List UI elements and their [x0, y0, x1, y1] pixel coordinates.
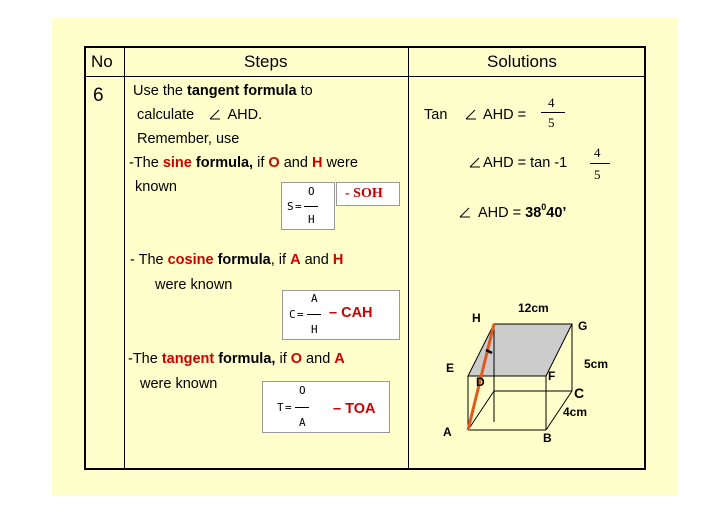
solution-angle-1: AHD =	[483, 107, 527, 123]
label-b: B	[543, 431, 552, 445]
sine-fraction-bar	[304, 206, 318, 207]
header-solutions: Solutions	[487, 52, 557, 71]
angle-icon	[469, 157, 480, 168]
sine-lhs: S	[287, 200, 294, 213]
sine-equals: =	[295, 200, 302, 213]
solution-frac1-bar	[541, 112, 565, 113]
label-12cm: 12cm	[518, 301, 549, 315]
edge-a-back	[467, 390, 495, 431]
label-h: H	[472, 311, 481, 325]
label-g: G	[578, 319, 587, 333]
solution-frac2-bar	[590, 163, 610, 164]
cosine-known: were known	[155, 277, 233, 293]
diagonal-ah	[466, 323, 496, 431]
tangent-denominator: A	[299, 416, 306, 429]
header-steps: Steps	[244, 52, 288, 71]
tangent-rule-line: -The tangent formula, if O and A	[128, 351, 345, 367]
cosine-lhs: C	[289, 308, 296, 321]
tan-label: Tan	[424, 107, 448, 123]
soh-box: - SOH	[336, 182, 400, 206]
sine-formula-box: O S = H	[281, 182, 335, 230]
sine-rule-line: -The sine formula, if O and H were	[129, 155, 358, 171]
cosine-fraction-bar	[307, 314, 321, 315]
label-5cm: 5cm	[584, 357, 608, 371]
tangent-equals: =	[285, 401, 292, 414]
tangent-fraction-bar	[295, 407, 309, 408]
row-number: 6	[93, 85, 104, 106]
label-f: F	[548, 369, 555, 383]
toa-label: – TOA	[333, 401, 376, 417]
column-divider-no	[124, 48, 125, 468]
cosine-formula-box: A C = H – CAH	[282, 290, 400, 340]
tangent-numerator: O	[299, 384, 306, 397]
step-line-1: Use the tangent formula to	[133, 83, 313, 99]
tangent-formula-box: O T = A – TOA	[262, 381, 390, 433]
right-angle-mark	[485, 348, 493, 355]
tangent-lhs: T	[277, 401, 284, 414]
solution-frac1-den: 5	[548, 115, 555, 130]
label-c: C	[574, 385, 584, 401]
soh-label: - SOH	[345, 186, 383, 201]
angle-icon	[209, 109, 221, 120]
cuboid-diagram: H G E D F C A B 12cm 5cm 4cm	[443, 301, 608, 445]
sine-numerator: O	[308, 185, 315, 198]
step-line-3: Remember, use	[137, 131, 240, 147]
angle-icon	[465, 109, 476, 120]
cosine-rule-line: - The cosine formula, if A and H	[130, 252, 344, 268]
label-a: A	[443, 425, 452, 439]
edge-b-c	[545, 390, 573, 431]
solution-frac1-num: 4	[548, 95, 555, 110]
steps-table	[84, 46, 646, 470]
label-4cm: 4cm	[563, 405, 587, 419]
cah-label: – CAH	[329, 305, 373, 321]
label-e: E	[446, 361, 454, 375]
label-d: D	[476, 375, 485, 389]
solution-angle-2: AHD = tan -1	[483, 155, 568, 171]
cosine-denominator: H	[311, 323, 318, 336]
solution-frac2-den: 5	[594, 167, 601, 182]
header-no: No	[91, 52, 113, 71]
step-line-2: calculate AHD.	[137, 107, 263, 123]
solution-frac2-num: 4	[594, 145, 601, 160]
angle-icon	[459, 207, 470, 218]
cosine-equals: =	[297, 308, 304, 321]
tangent-known: were known	[140, 376, 218, 392]
column-divider-steps	[408, 48, 409, 468]
header-divider	[86, 76, 644, 77]
sine-known: known	[135, 179, 177, 195]
cosine-numerator: A	[311, 292, 318, 305]
sine-denominator: H	[308, 213, 315, 226]
solution-result: AHD = 38040’	[478, 202, 567, 221]
